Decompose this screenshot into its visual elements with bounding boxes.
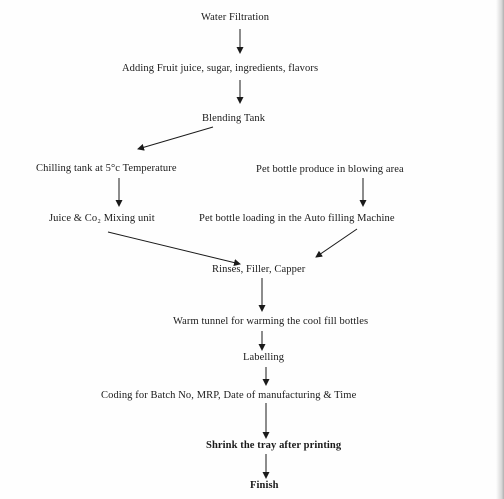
step-chilling-tank: Chilling tank at 5°c Temperature [36,163,177,174]
step-blending-tank: Blending Tank [202,113,266,124]
step-warm-tunnel: Warm tunnel for warming the cool fill bo… [173,316,369,327]
scan-edge-shadow [496,0,504,499]
step-finish: Finish [250,480,279,491]
step-pet-bottle-loading: Pet bottle loading in the Auto filling M… [199,213,395,224]
step-rinses-filler-capper: Rinses, Filler, Capper [212,264,306,275]
arrow-loading-to-rinses [315,228,358,258]
step-labelling: Labelling [243,352,285,363]
arrow-mixing-to-rinses [107,231,241,266]
step-shrink-tray: Shrink the tray after printing [206,440,342,451]
step-adding-ingredients: Adding Fruit juice, sugar, ingredients, … [122,63,319,74]
step-juice-co2-mixing: Juice & Co₂ Mixing unit [49,213,155,224]
arrow-blending-to-chilling [137,126,214,151]
step-coding: Coding for Batch No, MRP, Date of manufa… [101,390,357,401]
step-water-filtration: Water Filtration [201,12,270,23]
step-pet-bottle-produce: Pet bottle produce in blowing area [256,164,404,175]
